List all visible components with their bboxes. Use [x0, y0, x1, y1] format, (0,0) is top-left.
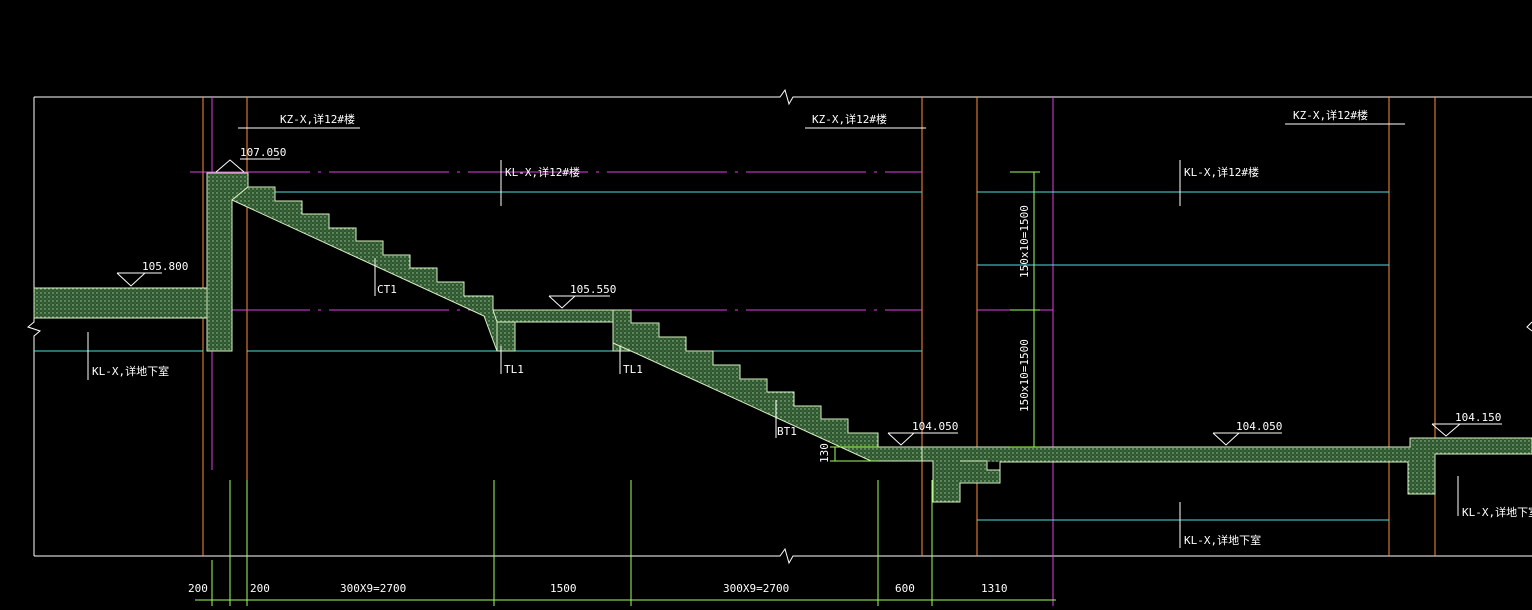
bottom-dimensions: 200 200 300X9=2700 1500 300X9=2700 600 1…: [188, 582, 1008, 595]
elevation-104050-b: 104.050: [1236, 420, 1282, 433]
member-tl1-a: TL1: [504, 363, 524, 376]
vdim-lower: 150x10=1500: [1018, 339, 1031, 412]
kl-basement-label-2: KL-X,详地下室: [1184, 533, 1261, 547]
member-ct1: CT1: [377, 283, 397, 296]
member-bt1: BT1: [777, 425, 797, 438]
kz-label-1: KZ-X,详12#楼: [280, 112, 355, 126]
vdim-slab: 130: [818, 443, 831, 463]
kl-basement-label-1: KL-X,详地下室: [92, 364, 169, 378]
kz-label-2: KZ-X,详12#楼: [812, 112, 887, 126]
bottom-dim-3: 300X9=2700: [340, 582, 406, 595]
bottom-dim-7: 1310: [981, 582, 1008, 595]
kl-upper-label-1: KL-X,详12#楼: [505, 165, 580, 179]
label-leaders: [87, 123, 1502, 548]
bottom-dim-4: 1500: [550, 582, 577, 595]
elevation-107050: 107.050: [240, 146, 286, 159]
bottom-slab-and-pit: [921, 437, 1532, 503]
kl-upper-label-2: KL-X,详12#楼: [1184, 165, 1259, 179]
elevation-105550: 105.550: [570, 283, 616, 296]
elevation-105800: 105.800: [142, 260, 188, 273]
bottom-dim-1: 200: [188, 582, 208, 595]
kz-label-3: KZ-X,详12#楼: [1293, 108, 1368, 122]
pit-step: [960, 460, 1001, 471]
elevation-104150: 104.150: [1455, 411, 1501, 424]
beam-lines: [34, 191, 1389, 521]
left-slab: [33, 287, 213, 319]
landing-beam-left: [496, 321, 516, 352]
lower-flight-bt1: [612, 309, 923, 462]
elevation-104050-a: 104.050: [912, 420, 958, 433]
bottom-dim-2: 200: [250, 582, 270, 595]
concrete-structure: [33, 172, 1532, 503]
upper-flight-ct1: [231, 186, 516, 352]
drawing-frame: [26, 88, 1532, 565]
vdim-upper: 150x10=1500: [1018, 205, 1031, 278]
dimension-lines: [195, 171, 1056, 606]
member-tl1-b: TL1: [623, 363, 643, 376]
mid-landing: [492, 309, 632, 323]
bottom-dim-5: 300X9=2700: [723, 582, 789, 595]
kl-basement-label-3: KL-X,详地下室: [1462, 505, 1532, 519]
bottom-dim-6: 600: [895, 582, 915, 595]
